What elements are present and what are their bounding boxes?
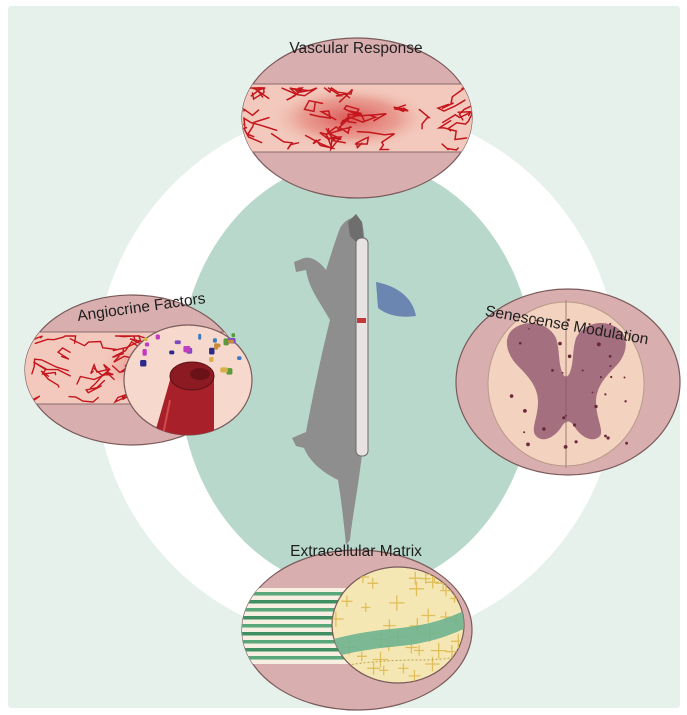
cell-dot	[551, 369, 554, 372]
vascular-response-label: Vascular Response	[289, 40, 422, 57]
cell-dot	[528, 328, 530, 330]
secreted-factor	[145, 343, 149, 347]
cell-dot	[607, 436, 610, 439]
cell-dot	[564, 445, 568, 449]
cell-dot	[562, 372, 564, 374]
extracellular-matrix-panel	[242, 550, 472, 710]
cell-dot	[558, 342, 562, 346]
cell-dot	[510, 394, 514, 398]
cell-dot	[523, 431, 525, 433]
cell-dot	[519, 342, 522, 345]
cell-dot	[625, 442, 628, 445]
extracellular-matrix-label: Extracellular Matrix	[290, 543, 422, 560]
cell-dot	[568, 355, 572, 359]
cell-dot	[562, 416, 565, 419]
secreted-factor	[175, 340, 181, 344]
cell-dot	[592, 392, 594, 394]
blood-vessel-network-icon	[240, 84, 476, 152]
cell-dot	[523, 409, 527, 413]
secreted-factor	[140, 360, 146, 367]
secreted-factor	[169, 351, 174, 355]
secreted-factor	[209, 357, 214, 362]
cell-dot	[573, 423, 576, 426]
secreted-factor	[228, 340, 234, 343]
secreted-factor	[198, 334, 201, 340]
secreted-factor	[237, 356, 241, 360]
cell-dot	[597, 342, 601, 346]
cell-dot	[624, 400, 626, 402]
cell-dot	[609, 355, 612, 358]
cell-dot	[526, 443, 530, 447]
secreted-factor	[220, 367, 228, 372]
secreted-factor	[213, 338, 217, 342]
cell-dot	[610, 365, 612, 367]
secreted-factor	[209, 348, 214, 355]
secreted-factor	[156, 335, 160, 340]
cell-dot	[624, 377, 626, 379]
cell-dot	[604, 393, 606, 395]
secreted-factor	[216, 344, 220, 348]
secreted-factor	[143, 338, 147, 341]
cell-dot	[542, 427, 546, 431]
cell-dot	[594, 405, 597, 408]
cell-dot	[610, 376, 612, 378]
cell-dot	[575, 440, 578, 443]
secreted-factor	[232, 333, 236, 337]
cell-dot	[565, 415, 567, 417]
cell-dot	[582, 370, 584, 372]
secreted-factor	[143, 349, 147, 356]
cell-dot	[600, 376, 602, 378]
secreted-factor	[183, 346, 190, 352]
cell-dot	[604, 435, 607, 438]
